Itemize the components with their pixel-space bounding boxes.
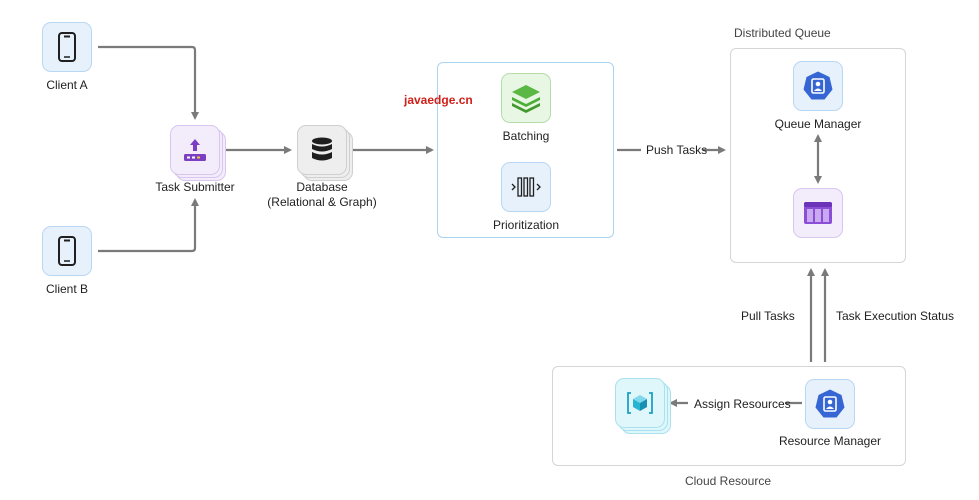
upload-tray-icon bbox=[184, 139, 206, 161]
queue-manager-label: Queue Manager bbox=[774, 117, 862, 131]
push-tasks-label: Push Tasks bbox=[646, 143, 708, 157]
assign-resources-label: Assign Resources bbox=[694, 397, 791, 411]
task-execution-status-label: Task Execution Status bbox=[836, 309, 955, 323]
client-b-label: Client B bbox=[45, 282, 89, 296]
user-heptagon-icon bbox=[815, 389, 845, 418]
distributed-queue-title: Distributed Queue bbox=[734, 26, 831, 40]
database-label-line1: Database bbox=[296, 180, 348, 194]
cloud-resource-title: Cloud Resource bbox=[684, 474, 772, 488]
compute-resource-node[interactable] bbox=[615, 378, 665, 428]
prioritization-node[interactable] bbox=[501, 162, 551, 212]
batching-node[interactable] bbox=[501, 73, 551, 123]
layers-icon bbox=[512, 85, 540, 113]
resource-manager-node[interactable] bbox=[805, 379, 855, 429]
prioritization-label: Prioritization bbox=[492, 218, 560, 232]
edge-client-b-to-submitter bbox=[98, 198, 199, 253]
client-a-label: Client A bbox=[46, 78, 88, 92]
resource-manager-label: Resource Manager bbox=[778, 434, 882, 448]
task-submitter-label: Task Submitter bbox=[155, 180, 235, 194]
batching-label: Batching bbox=[502, 129, 550, 143]
smartphone-icon bbox=[58, 32, 76, 62]
queue-manager-node[interactable] bbox=[793, 61, 843, 111]
pull-tasks-label: Pull Tasks bbox=[741, 309, 795, 323]
task-submitter-node[interactable] bbox=[170, 125, 220, 175]
watermark-text: javaedge.cn bbox=[404, 93, 473, 107]
client-b-node[interactable] bbox=[42, 226, 92, 276]
edge-client-a-to-submitter bbox=[98, 45, 199, 120]
container-cube-icon bbox=[627, 392, 653, 414]
client-a-node[interactable] bbox=[42, 22, 92, 72]
user-heptagon-icon bbox=[803, 71, 833, 100]
database-icon bbox=[312, 137, 332, 161]
queue-store-node[interactable] bbox=[793, 188, 843, 238]
database-label-line2: (Relational & Graph) bbox=[267, 195, 377, 209]
queue-lanes-icon bbox=[511, 177, 541, 197]
queue-table-icon bbox=[804, 202, 832, 224]
smartphone-icon bbox=[58, 236, 76, 266]
database-node[interactable] bbox=[297, 125, 347, 175]
